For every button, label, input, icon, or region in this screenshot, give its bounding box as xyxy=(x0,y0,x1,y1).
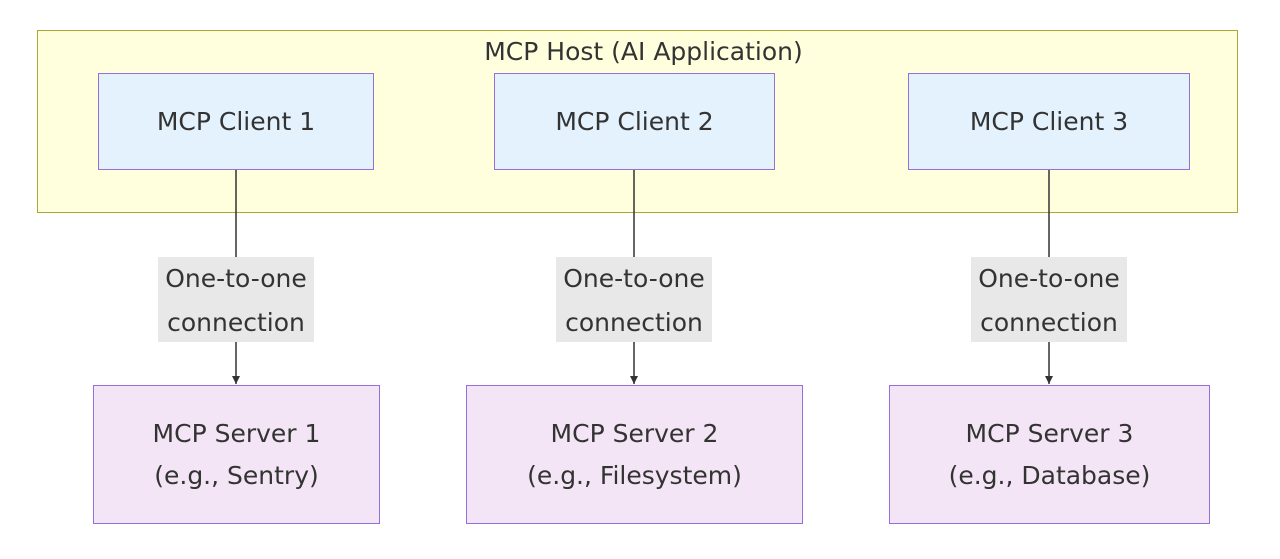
connection-label-3: One-to-one connection xyxy=(971,257,1127,342)
connection-label-1-line1: One-to-one xyxy=(165,264,307,293)
mcp-client-2-label: MCP Client 2 xyxy=(555,106,714,136)
mcp-host-title: MCP Host (AI Application) xyxy=(484,37,803,66)
connection-label-3-line2: connection xyxy=(980,308,1118,337)
mcp-server-3-detail: (e.g., Database) xyxy=(948,460,1151,490)
connection-label-3-line1: One-to-one xyxy=(978,264,1120,293)
connection-label-2: One-to-one connection xyxy=(556,257,712,342)
mcp-server-3-name: MCP Server 3 xyxy=(965,418,1134,448)
mcp-server-2-detail: (e.g., Filesystem) xyxy=(527,460,742,490)
connection-label-1-line2: connection xyxy=(167,308,305,337)
mcp-client-3: MCP Client 3 xyxy=(908,73,1190,170)
mcp-server-3: MCP Server 3 (e.g., Database) xyxy=(889,385,1210,524)
mcp-client-3-label: MCP Client 3 xyxy=(969,106,1129,136)
mcp-server-2-name: MCP Server 2 xyxy=(550,418,719,448)
mcp-client-1-label: MCP Client 1 xyxy=(156,106,316,136)
connection-label-2-line2: connection xyxy=(565,308,703,337)
mcp-client-2: MCP Client 2 xyxy=(494,73,775,170)
connection-label-1: One-to-one connection xyxy=(158,257,314,342)
mcp-server-1-detail: (e.g., Sentry) xyxy=(154,460,319,490)
mcp-server-1-name: MCP Server 1 xyxy=(152,418,321,448)
mcp-server-1: MCP Server 1 (e.g., Sentry) xyxy=(93,385,380,524)
mcp-client-1: MCP Client 1 xyxy=(98,73,374,170)
connection-label-2-line1: One-to-one xyxy=(563,264,705,293)
mcp-server-2: MCP Server 2 (e.g., Filesystem) xyxy=(466,385,803,524)
